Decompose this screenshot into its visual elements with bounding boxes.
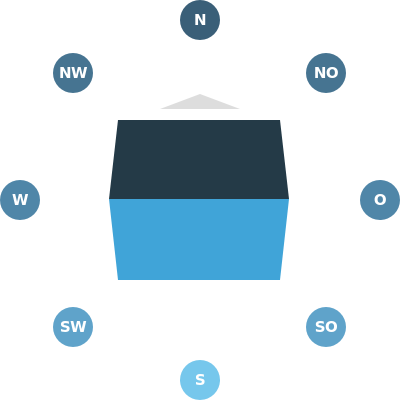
direction-button-so[interactable]: SO [306, 307, 346, 347]
direction-button-nw[interactable]: NW [53, 53, 93, 93]
direction-label-so: SO [314, 317, 338, 336]
direction-label-sw: SW [59, 317, 87, 336]
direction-label-s: S [194, 370, 206, 389]
direction-button-o[interactable]: O [360, 180, 400, 220]
direction-button-sw[interactable]: SW [53, 307, 93, 347]
direction-label-w: W [11, 190, 29, 209]
house-roof-face [109, 120, 289, 199]
direction-button-n[interactable]: N [180, 0, 220, 40]
north-pointer-marker [160, 94, 240, 109]
house-front-wall [109, 199, 289, 280]
direction-label-nw: NW [58, 63, 88, 82]
direction-label-n: N [193, 10, 207, 29]
direction-label-o: O [373, 190, 387, 209]
direction-button-no[interactable]: NO [306, 53, 346, 93]
direction-button-s[interactable]: S [180, 360, 220, 400]
direction-button-w[interactable]: W [0, 180, 40, 220]
direction-label-no: NO [313, 63, 339, 82]
